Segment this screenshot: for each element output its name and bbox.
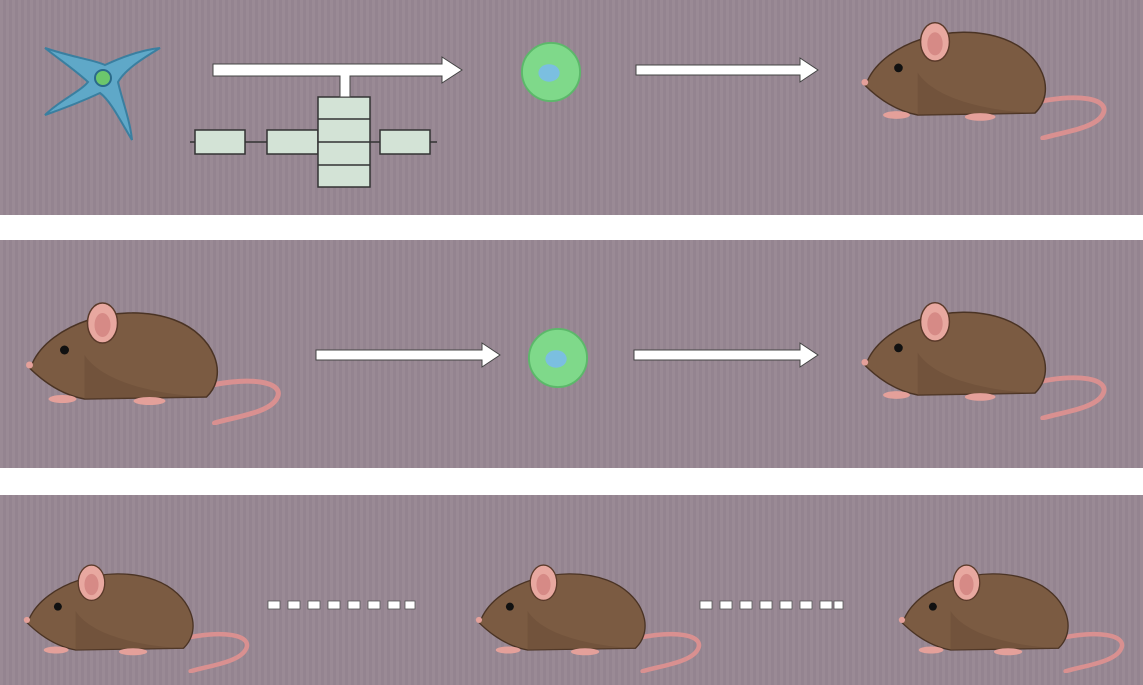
arrow-icon xyxy=(212,56,463,98)
mouse-icon xyxy=(26,303,278,423)
dotted-line xyxy=(699,600,844,610)
gene-targeting-construct xyxy=(190,96,437,188)
arrow-icon xyxy=(315,342,501,368)
modified-cell-icon xyxy=(520,41,582,103)
mouse-icon xyxy=(899,565,1122,671)
arrow-icon xyxy=(633,342,819,368)
dotted-line xyxy=(267,600,416,610)
mouse-icon xyxy=(861,303,1104,418)
mouse-icon xyxy=(476,565,699,671)
arrow-icon xyxy=(635,57,819,83)
stem-cell-icon xyxy=(44,47,161,141)
mouse-icon xyxy=(24,565,247,671)
mouse-icon xyxy=(861,23,1104,138)
cell-icon xyxy=(527,327,589,389)
